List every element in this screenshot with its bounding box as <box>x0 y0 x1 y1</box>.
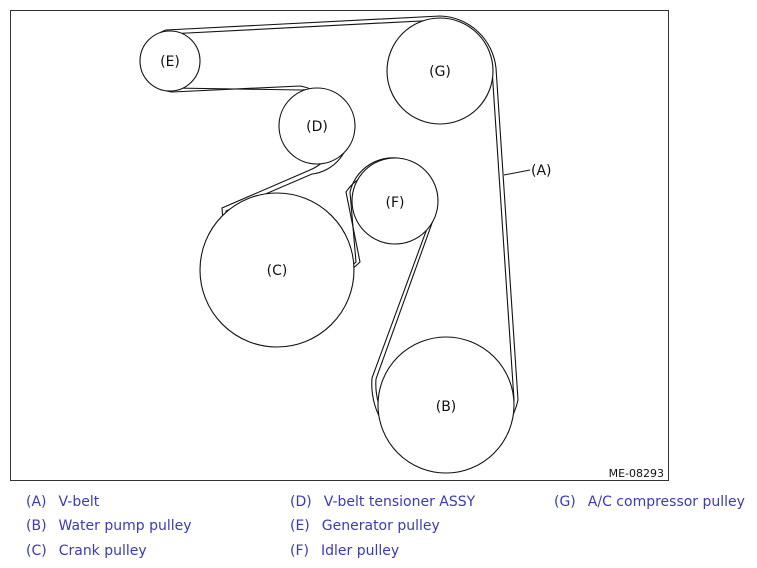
legend-key: (B) <box>26 518 47 534</box>
legend-text: Crank pulley <box>58 543 147 559</box>
legend-text: Idler pulley <box>320 543 400 559</box>
label-b: (B) <box>436 399 457 415</box>
pulley-f-idler <box>351 157 439 245</box>
legend-item-b: (B) Water pump pulley <box>26 518 192 534</box>
legend-key: (E) <box>290 518 310 534</box>
legend-text: Generator pulley <box>321 518 440 534</box>
diagram-frame <box>10 10 669 481</box>
label-d: (D) <box>306 119 328 135</box>
legend-key: (F) <box>290 543 309 559</box>
legend-text: Water pump pulley <box>58 518 192 534</box>
legend-item-g: (G) A/C compressor pulley <box>554 494 745 510</box>
v-belt-leader-line <box>503 169 531 176</box>
label-e: (E) <box>160 54 180 70</box>
label-g: (G) <box>429 64 451 80</box>
figure-ref-code: ME-08293 <box>609 467 664 480</box>
legend-item-f: (F) Idler pulley <box>290 543 399 559</box>
pulley-b-water-pump <box>377 336 515 474</box>
legend-item-a: (A) V-belt <box>26 494 99 510</box>
legend-key: (G) <box>554 494 576 510</box>
legend-key: (A) <box>26 494 47 510</box>
legend-item-c: (C) Crank pulley <box>26 543 147 559</box>
legend-item-e: (E) Generator pulley <box>290 518 440 534</box>
legend: (A) V-belt (B) Water pump pulley (C) Crank … <box>0 490 757 568</box>
label-f: (F) <box>386 195 405 211</box>
legend-key: (C) <box>26 543 47 559</box>
legend-text: V-belt tensioner ASSY <box>323 494 476 510</box>
belt-routing-diagram: (E) (G) (D) (F) (C) (B) (A) ME-08293 <box>139 15 664 480</box>
legend-text: A/C compressor pulley <box>587 494 745 510</box>
pulley-g-ac-compressor <box>386 17 494 125</box>
pulley-e-generator <box>139 30 201 92</box>
legend-text: V-belt <box>58 494 100 510</box>
label-c: (C) <box>267 263 288 279</box>
legend-key: (D) <box>290 494 312 510</box>
legend-item-d: (D) V-belt tensioner ASSY <box>290 494 475 510</box>
pulley-c-crank <box>199 192 355 348</box>
label-a: (A) <box>531 163 552 179</box>
pulley-d-tensioner <box>278 87 356 165</box>
